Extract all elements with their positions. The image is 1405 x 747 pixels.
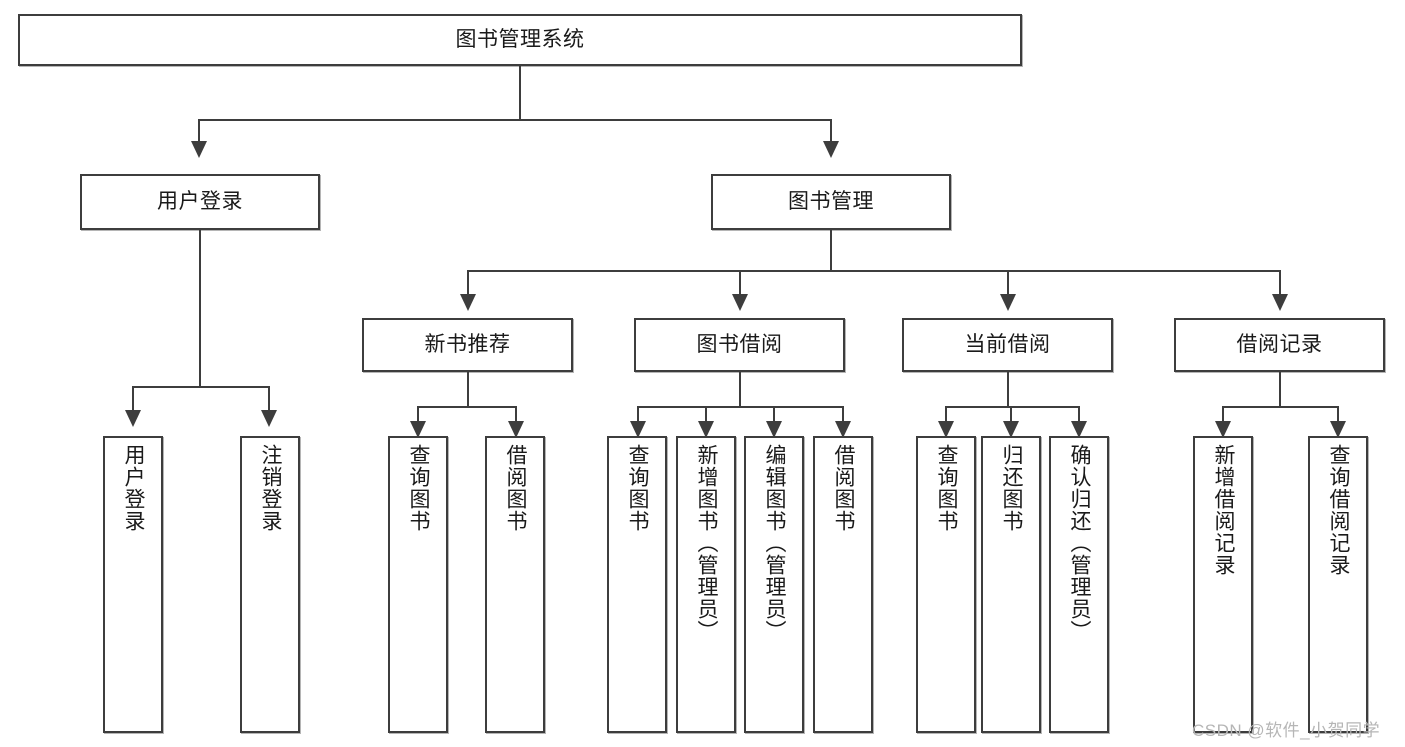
- node-label: 当前借阅: [964, 332, 1051, 356]
- connector-new-book-bus: [417, 406, 517, 408]
- arrow-to-book-management: [823, 141, 839, 158]
- arrow-to-leaf-query-record: [1330, 421, 1346, 438]
- leaf-query-book-current[interactable]: 查询图书: [916, 436, 976, 733]
- node-label: 查询图书: [935, 444, 959, 532]
- connector-borrow-record-drop-1: [1222, 406, 1224, 430]
- leaf-query-book-recommend[interactable]: 查询图书: [388, 436, 448, 733]
- arrow-to-leaf-edit-book: [766, 421, 782, 438]
- node-label: 新增借阅记录: [1212, 444, 1236, 576]
- arrow-to-leaf-add-record: [1215, 421, 1231, 438]
- node-label: 查询图书: [626, 444, 650, 532]
- connector-level2-drop-user-login: [198, 119, 200, 145]
- leaf-query-book-borrow[interactable]: 查询图书: [607, 436, 667, 733]
- connector-level3-drop-4: [1279, 270, 1281, 298]
- leaf-user-login[interactable]: 用户登录: [103, 436, 163, 733]
- node-user-login[interactable]: 用户登录: [80, 174, 320, 230]
- leaf-add-book-admin[interactable]: 新增图书（管理员）: [676, 436, 736, 733]
- connector-user-login-drop-1: [132, 386, 134, 414]
- arrow-to-leaf-logout: [261, 410, 277, 427]
- node-book-borrow[interactable]: 图书借阅: [634, 318, 845, 372]
- node-label: 借阅记录: [1236, 332, 1323, 356]
- connector-book-borrow-drop-2: [705, 406, 707, 430]
- arrow-to-leaf-add-book: [698, 421, 714, 438]
- connector-book-borrow-drop-3: [773, 406, 775, 430]
- node-label: 新增图书（管理员）: [695, 444, 719, 642]
- node-borrow-record[interactable]: 借阅记录: [1174, 318, 1385, 372]
- leaf-confirm-return-admin[interactable]: 确认归还（管理员）: [1049, 436, 1109, 733]
- arrow-to-leaf-borrow-book-a: [508, 421, 524, 438]
- leaf-borrow-book[interactable]: 借阅图书: [813, 436, 873, 733]
- connector-borrow-record-bus: [1222, 406, 1339, 408]
- node-label: 图书管理系统: [455, 27, 585, 51]
- node-label: 用户登录: [157, 189, 243, 213]
- arrow-to-leaf-query-book-b: [630, 421, 646, 438]
- node-label: 查询借阅记录: [1327, 444, 1351, 576]
- connector-current-borrow-drop-2: [1010, 406, 1012, 430]
- node-label: 借阅图书: [832, 444, 856, 532]
- connector-new-book-drop-1: [417, 406, 419, 430]
- connector-book-borrow-bus: [637, 406, 844, 408]
- node-label: 用户登录: [122, 444, 146, 532]
- leaf-query-borrow-record[interactable]: 查询借阅记录: [1308, 436, 1368, 733]
- connector-book-borrow-stem: [739, 372, 741, 407]
- connector-new-book-stem: [467, 372, 469, 407]
- leaf-edit-book-admin[interactable]: 编辑图书（管理员）: [744, 436, 804, 733]
- connector-level3-drop-2: [739, 270, 741, 298]
- leaf-logout[interactable]: 注销登录: [240, 436, 300, 733]
- arrow-to-borrow-record: [1272, 294, 1288, 311]
- connector-new-book-drop-2: [515, 406, 517, 430]
- connector-borrow-record-drop-2: [1337, 406, 1339, 430]
- node-label: 归还图书: [1000, 444, 1024, 532]
- arrow-to-leaf-borrow-book-b: [835, 421, 851, 438]
- node-label: 图书管理: [788, 189, 874, 213]
- node-root-book-management-system[interactable]: 图书管理系统: [18, 14, 1022, 66]
- node-new-book-recommend[interactable]: 新书推荐: [362, 318, 573, 372]
- arrow-to-current-borrow: [1000, 294, 1016, 311]
- connector-current-borrow-bus: [945, 406, 1080, 408]
- connector-level2-bus: [198, 119, 832, 121]
- connector-level3-drop-3: [1007, 270, 1009, 298]
- node-label: 新书推荐: [424, 332, 511, 356]
- node-label: 借阅图书: [504, 444, 528, 532]
- connector-user-login-drop-2: [268, 386, 270, 414]
- node-label: 图书借阅: [696, 332, 783, 356]
- connector-root-stem: [519, 66, 521, 120]
- connector-user-login-bus: [132, 386, 268, 388]
- node-label: 确认归还（管理员）: [1068, 444, 1092, 642]
- node-label: 注销登录: [259, 444, 283, 532]
- arrow-to-book-borrow: [732, 294, 748, 311]
- connector-book-borrow-drop-4: [842, 406, 844, 430]
- connector-borrow-record-stem: [1279, 372, 1281, 407]
- connector-book-management-stem: [830, 230, 832, 271]
- arrow-to-leaf-confirm-return: [1071, 421, 1087, 438]
- connector-current-borrow-drop-1: [945, 406, 947, 430]
- node-book-management[interactable]: 图书管理: [711, 174, 951, 230]
- connector-book-borrow-drop-1: [637, 406, 639, 430]
- connector-level3-drop-1: [467, 270, 469, 298]
- arrow-to-user-login: [191, 141, 207, 158]
- arrow-to-leaf-query-book-a: [410, 421, 426, 438]
- connector-level2-drop-book-management: [830, 119, 832, 145]
- arrow-to-leaf-user-login: [125, 410, 141, 427]
- node-label: 编辑图书（管理员）: [763, 444, 787, 642]
- connector-current-borrow-stem: [1007, 372, 1009, 407]
- arrow-to-leaf-query-book-c: [938, 421, 954, 438]
- arrow-to-leaf-return-book: [1003, 421, 1019, 438]
- leaf-return-book[interactable]: 归还图书: [981, 436, 1041, 733]
- arrow-to-new-book-recommend: [460, 294, 476, 311]
- connector-user-login-stem: [199, 230, 201, 387]
- leaf-borrow-book-recommend[interactable]: 借阅图书: [485, 436, 545, 733]
- node-label: 查询图书: [407, 444, 431, 532]
- connector-current-borrow-drop-3: [1078, 406, 1080, 430]
- connector-level3-bus: [467, 270, 1281, 272]
- leaf-add-borrow-record[interactable]: 新增借阅记录: [1193, 436, 1253, 733]
- node-current-borrow[interactable]: 当前借阅: [902, 318, 1113, 372]
